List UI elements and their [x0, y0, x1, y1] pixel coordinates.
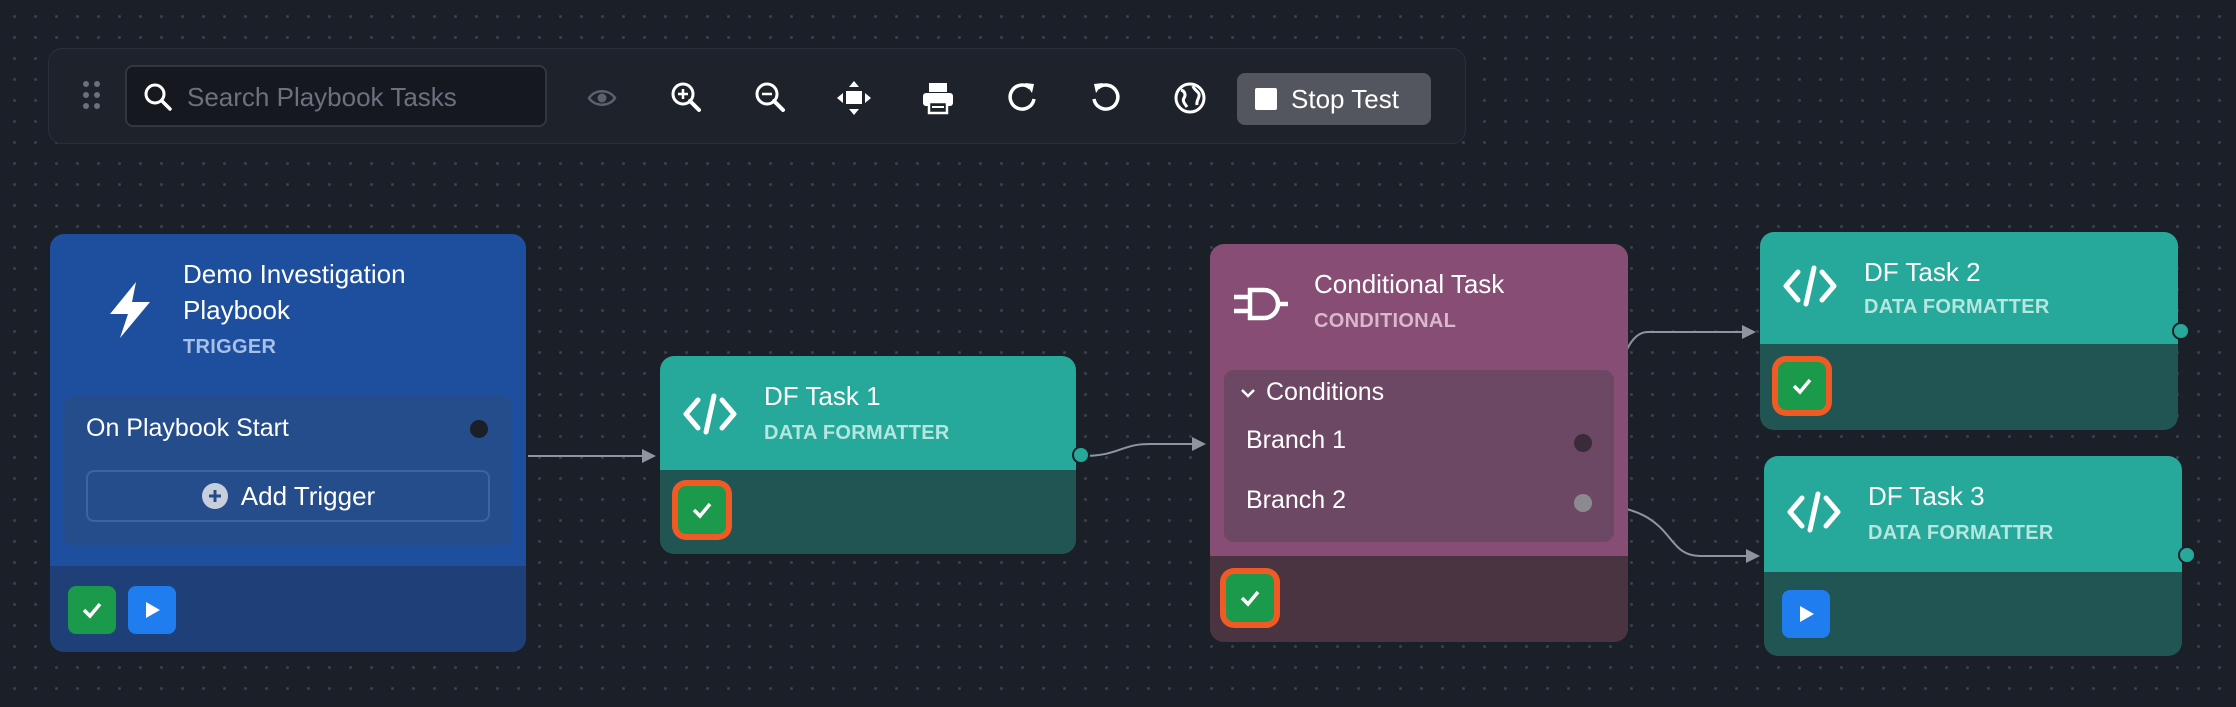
conditional-type: CONDITIONAL [1314, 310, 1457, 332]
stop-test-label: Stop Test [1291, 83, 1399, 114]
arrow-df3 [1746, 549, 1760, 563]
trigger-title-line2: Playbook [183, 295, 290, 325]
trigger-event-panel: On Playbook Start Add Trigger [64, 396, 512, 546]
df-task-1-type: DATA FORMATTER [764, 422, 950, 444]
conditions-toggle[interactable]: Conditions [1240, 378, 1384, 407]
chevron-down-icon [1241, 388, 1255, 398]
branch-1-label: Branch 1 [1246, 426, 1347, 454]
branch-2-port[interactable] [1574, 494, 1592, 512]
run-play-icon[interactable] [1782, 590, 1830, 638]
edge-df1-conditional [1081, 443, 1196, 457]
success-check-icon[interactable] [1226, 574, 1274, 622]
success-check-icon[interactable] [68, 586, 116, 634]
search-input[interactable] [187, 79, 537, 115]
redo-icon[interactable] [1003, 79, 1041, 117]
df-task-3-title: DF Task 3 [1868, 481, 1985, 511]
add-trigger-button[interactable]: Add Trigger [86, 470, 490, 522]
trigger-type-label: TRIGGER [183, 336, 277, 358]
df-task-1-node[interactable]: DF Task 1 DATA FORMATTER [660, 356, 1076, 554]
conditional-title: Conditional Task [1314, 269, 1505, 299]
trigger-output-port[interactable] [470, 420, 488, 438]
canvas-toolbar: Stop Test [48, 48, 1466, 144]
drag-handle-icon[interactable] [83, 81, 103, 115]
arrow-df2 [1742, 325, 1756, 339]
code-icon [683, 393, 737, 435]
df-task-3-node[interactable]: DF Task 3 DATA FORMATTER [1764, 456, 2182, 656]
zoom-in-icon[interactable] [667, 79, 705, 117]
df-task-3-output-port[interactable] [2178, 546, 2196, 564]
df-task-2-output-port[interactable] [2172, 322, 2190, 340]
trigger-node[interactable]: Demo Investigation Playbook TRIGGER On P… [50, 234, 526, 652]
conditions-label: Conditions [1266, 378, 1385, 406]
eye-icon[interactable] [583, 79, 621, 117]
lightning-icon [110, 282, 150, 338]
df-task-2-node[interactable]: DF Task 2 DATA FORMATTER [1760, 232, 2178, 430]
arrow-conditional [1192, 437, 1206, 451]
conditional-footer [1210, 556, 1628, 642]
df-task-3-footer [1764, 572, 2182, 656]
code-icon [1783, 265, 1837, 307]
globe-icon[interactable] [1171, 79, 1209, 117]
trigger-footer [50, 566, 526, 652]
df-task-1-footer [660, 470, 1076, 554]
branch-2-label: Branch 2 [1246, 486, 1347, 514]
df-task-2-title: DF Task 2 [1864, 257, 1981, 287]
df-task-2-type: DATA FORMATTER [1864, 296, 2050, 318]
search-icon [144, 83, 172, 111]
df-task-1-output-port[interactable] [1072, 446, 1090, 464]
branch-1-port[interactable] [1574, 434, 1592, 452]
print-icon[interactable] [919, 79, 957, 117]
add-trigger-label: Add Trigger [240, 480, 376, 511]
df-task-1-title: DF Task 1 [764, 381, 881, 411]
plus-circle-icon [201, 483, 228, 509]
df-task-2-footer [1760, 344, 2178, 430]
undo-icon[interactable] [1087, 79, 1125, 117]
trigger-title-line1: Demo Investigation [183, 259, 406, 289]
stop-test-button[interactable]: Stop Test [1237, 73, 1431, 125]
code-icon [1787, 491, 1841, 533]
stop-icon [1255, 88, 1277, 110]
conditional-task-node[interactable]: Conditional Task CONDITIONAL Conditions … [1210, 244, 1628, 642]
fit-view-icon[interactable] [835, 79, 873, 117]
run-play-icon[interactable] [128, 586, 176, 634]
search-box [125, 65, 547, 127]
logic-gate-icon [1234, 287, 1288, 321]
conditions-panel: Conditions Branch 1 Branch 2 [1224, 370, 1614, 542]
df-task-3-type: DATA FORMATTER [1868, 522, 2054, 544]
success-check-icon[interactable] [678, 486, 726, 534]
df-task-1-header [660, 356, 1076, 470]
trigger-event-label: On Playbook Start [86, 414, 289, 442]
success-check-icon[interactable] [1778, 362, 1826, 410]
arrow-df1 [642, 449, 656, 463]
zoom-out-icon[interactable] [751, 79, 789, 117]
